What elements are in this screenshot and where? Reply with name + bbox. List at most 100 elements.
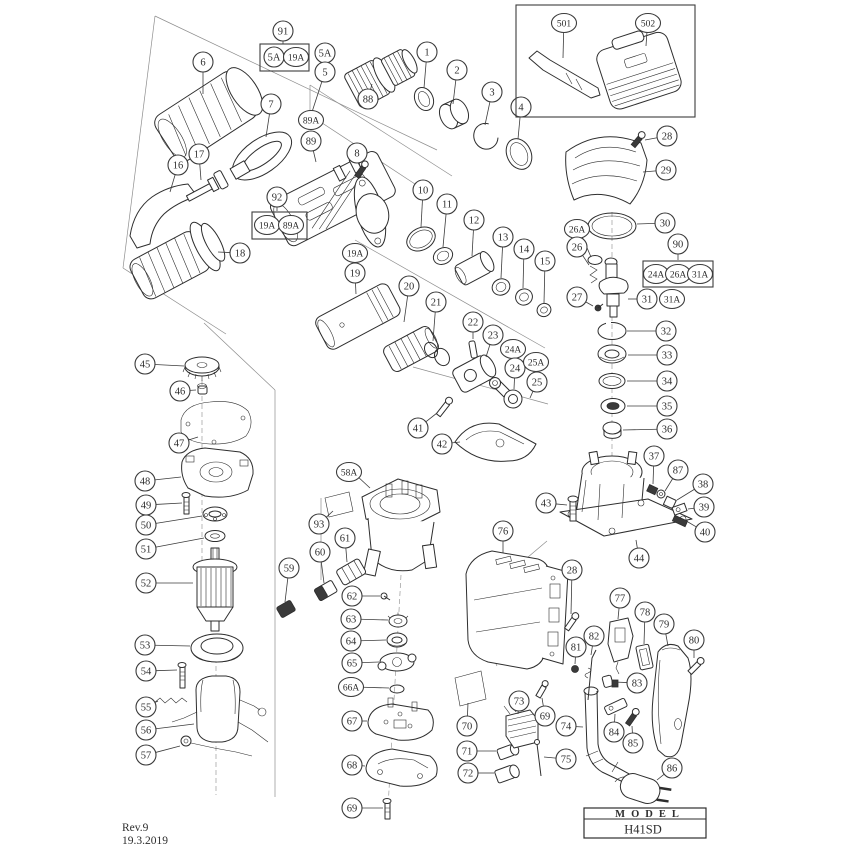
balloon-label-1: 1 (424, 48, 429, 59)
part-power-plug (614, 773, 672, 804)
balloon-label-14: 14 (519, 245, 530, 256)
balloon-32 (655, 320, 677, 342)
balloon-29 (655, 159, 677, 181)
part-screw-62 (380, 592, 391, 601)
balloon-81 (565, 636, 587, 658)
leader-line (642, 170, 657, 173)
balloon-label-28: 28 (567, 566, 578, 577)
leader-line (613, 681, 628, 683)
balloon-70 (456, 715, 478, 737)
balloon-91 (272, 20, 294, 42)
part-cover-plate-42 (454, 422, 537, 462)
part-valve-37 (646, 484, 659, 496)
balloon-27 (566, 286, 588, 308)
balloon-label-85: 85 (628, 739, 639, 750)
balloon-58A (335, 461, 363, 483)
leader-line (420, 199, 423, 228)
balloon-80 (683, 629, 705, 651)
part-front-cap (344, 49, 418, 108)
balloon-93 (308, 513, 330, 535)
balloon-label-90: 90 (673, 240, 684, 251)
part-tail-cover-68 (365, 748, 438, 787)
balloon-75 (555, 748, 577, 770)
balloon-label-40: 40 (700, 528, 711, 539)
balloon-label-73: 73 (514, 697, 525, 708)
balloon-label-72: 72 (463, 769, 474, 780)
balloon-3 (481, 81, 503, 103)
leader-line (617, 607, 620, 620)
balloon-33 (656, 344, 678, 366)
balloon-85 (622, 732, 644, 754)
part-capacitor-78 (635, 643, 654, 671)
part-rings-front (413, 86, 533, 170)
balloon-label-19A: 19A (288, 53, 305, 63)
balloon-label-56: 56 (141, 726, 152, 737)
leader-line (484, 101, 491, 126)
balloon-label-39: 39 (699, 503, 710, 514)
balloon-79 (653, 613, 675, 635)
part-handle-bolt (185, 170, 229, 202)
part-cord-cap-59 (276, 600, 296, 618)
balloon-57 (135, 744, 157, 766)
balloon-34 (656, 370, 678, 392)
leader-line (265, 113, 270, 138)
leader-line (452, 79, 457, 105)
leader-line (451, 441, 461, 444)
balloon-5 (314, 61, 336, 83)
balloon-label-67: 67 (347, 717, 358, 728)
part-bolt-43 (567, 495, 579, 522)
part-bolt-41 (435, 396, 453, 418)
part-gear-housing-48 (181, 447, 254, 498)
leader-line (555, 503, 568, 506)
part-crank-shaft (598, 257, 629, 318)
balloon-label-65: 65 (347, 659, 358, 670)
part-ring-26a (587, 255, 603, 284)
leader-line (541, 697, 544, 707)
part-bearing-50 (202, 506, 228, 522)
balloon-30 (654, 212, 676, 234)
part-screw-80 (687, 657, 705, 675)
balloon-label-36: 36 (662, 425, 673, 436)
balloon-label-89: 89 (306, 137, 317, 148)
balloon-60 (309, 541, 331, 563)
balloon-1 (416, 41, 438, 63)
balloon-23 (482, 324, 504, 346)
leader-line (652, 465, 655, 485)
balloon-52 (135, 572, 157, 594)
balloon-label-43: 43 (541, 499, 552, 510)
balloon-31A (658, 288, 686, 310)
balloon-8 (346, 142, 368, 164)
leader-line (562, 32, 565, 59)
leader-line (442, 213, 447, 248)
leader-line (311, 81, 323, 113)
part-screw-49 (181, 492, 191, 515)
balloon-label-61: 61 (340, 534, 351, 545)
leader-line (656, 773, 665, 781)
balloon-17 (188, 143, 210, 165)
balloon-label-82: 82 (589, 632, 600, 643)
part-screw-69c (382, 798, 392, 820)
part-clamp-84 (604, 697, 628, 716)
part-holder-38 (662, 495, 677, 510)
part-screw-8 (354, 160, 369, 179)
part-strap (229, 131, 293, 181)
balloon-label-18: 18 (235, 249, 246, 260)
leader-line (522, 258, 525, 289)
part-switch-lever-77 (607, 617, 634, 675)
part-label-93 (324, 491, 354, 518)
balloon-label-78: 78 (640, 608, 651, 619)
balloon-label-16: 16 (173, 161, 184, 172)
part-screw-27 (594, 303, 604, 312)
part-washer-63 (387, 612, 409, 628)
balloon-label-80: 80 (689, 636, 700, 647)
balloon-46 (169, 380, 191, 402)
part-crankcase (559, 450, 693, 537)
balloon-37 (643, 445, 665, 467)
balloon-87 (667, 459, 689, 481)
balloon-72 (457, 762, 479, 784)
balloon-88 (357, 88, 379, 110)
part-front-grip (129, 221, 226, 300)
balloon-54 (135, 660, 157, 682)
part-carrying-case (596, 30, 682, 110)
